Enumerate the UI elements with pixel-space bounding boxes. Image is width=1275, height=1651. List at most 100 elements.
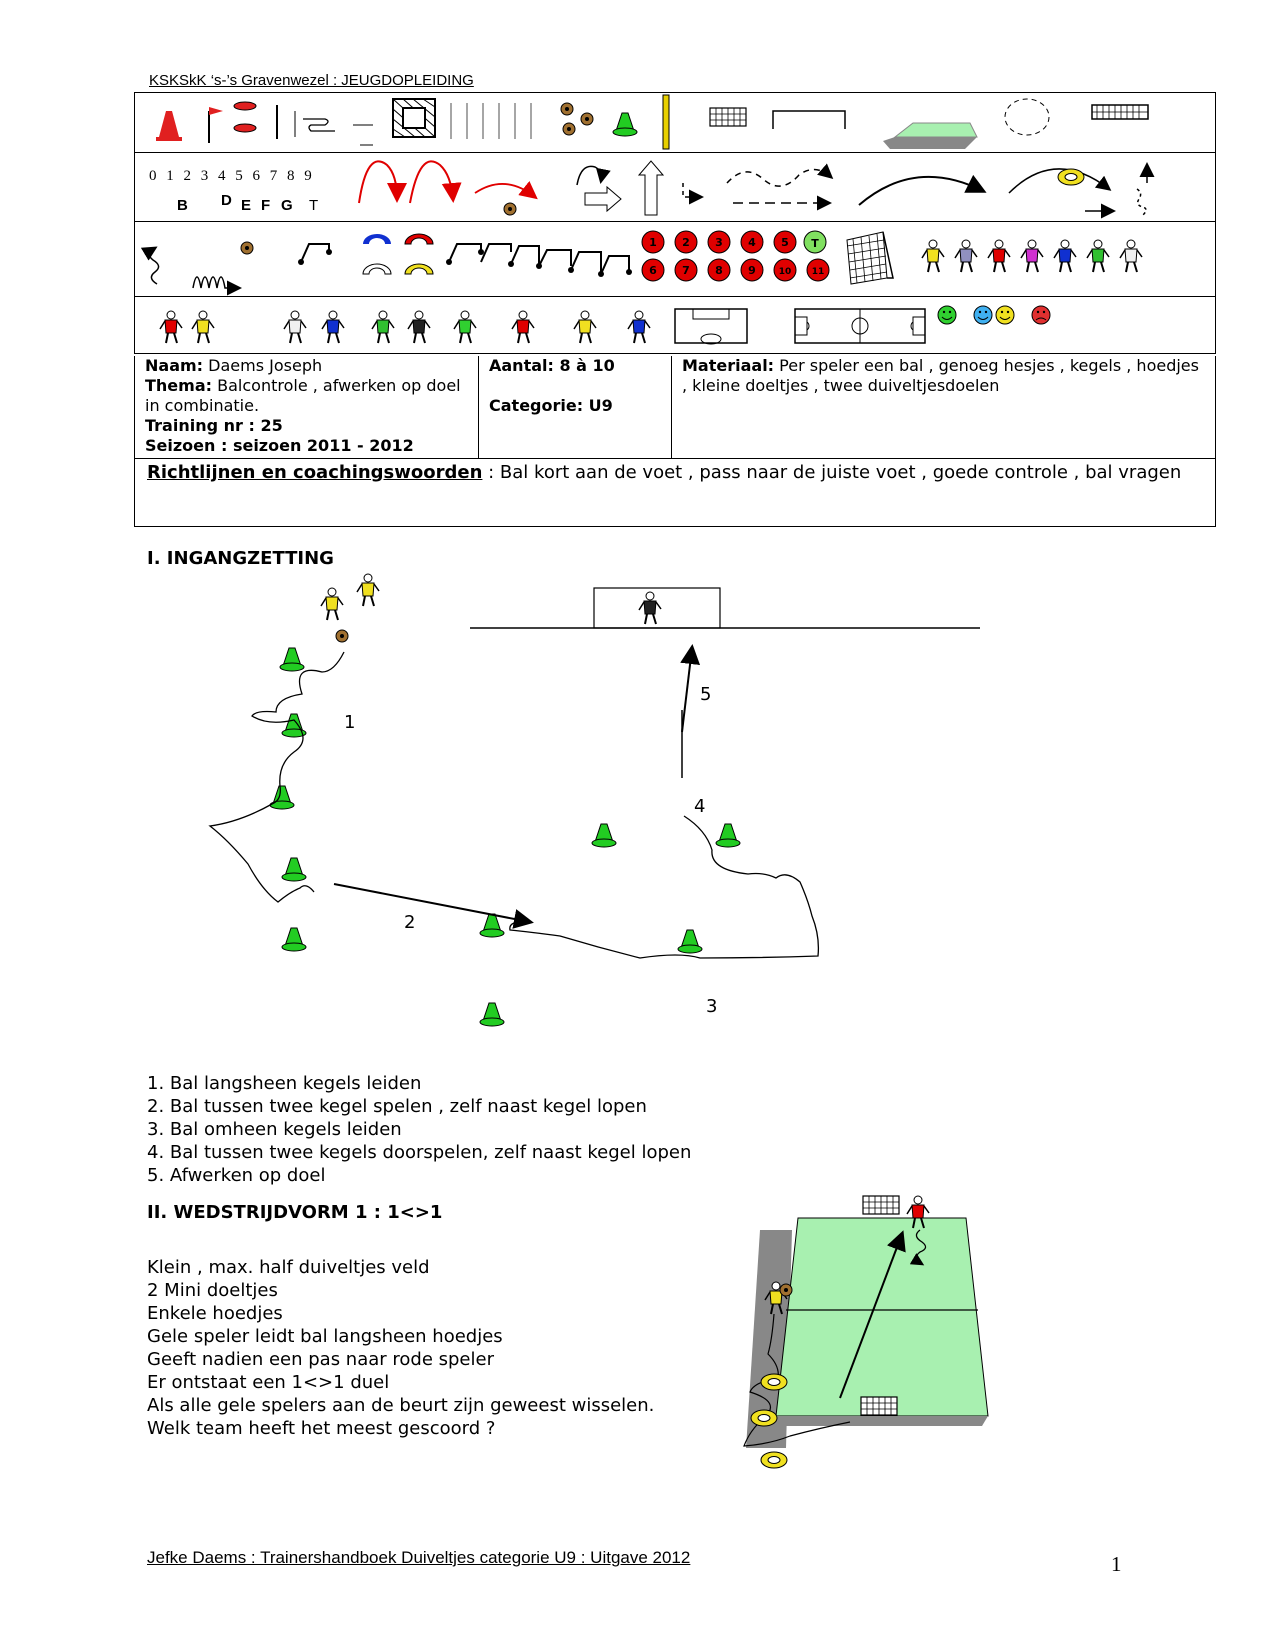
t-badge-icon: [803, 230, 827, 254]
digits-label: 0 1 2 3 4 5 6 7 8 9: [149, 168, 315, 184]
training-number: Training nr : 25: [145, 416, 283, 435]
step-item: 3. Bal omheen kegels leiden: [147, 1119, 402, 1140]
number-badge: 8: [707, 258, 731, 282]
description-line: Welk team heeft het meest gescoord ?: [147, 1418, 496, 1439]
field-shadow-bottom: [770, 1416, 988, 1426]
hurdle-jump-icon: [300, 243, 330, 263]
section1-diagram: 1 2 3 4 5: [208, 573, 980, 1027]
player-icon: [511, 310, 535, 344]
legend-row-movements: 0 1 2 3 4 5 6 7 8 9 B D E F G T: [135, 153, 1215, 222]
number-badge-label: 6: [649, 264, 657, 277]
naam-label: Naam:: [145, 356, 204, 375]
cone-icon: [281, 927, 307, 952]
green-field: [775, 1217, 989, 1417]
player-icon: [573, 310, 597, 344]
number-badge: 3: [707, 230, 731, 254]
pass-arrow-2: [333, 883, 534, 929]
materiaal-value: Per speler een bal , genoeg hesjes , keg…: [682, 356, 1199, 395]
number-badge: 11: [806, 258, 830, 282]
equipment-symbols: [156, 94, 1149, 150]
up-arrow-icon: [637, 160, 665, 216]
dribble-up-icon: [140, 246, 160, 285]
number-badge-label: 9: [748, 264, 756, 277]
cones: [269, 647, 741, 1027]
letter-d: D: [221, 192, 232, 209]
player-icon: [1020, 239, 1044, 273]
description-line: Er ontstaat een 1<>1 duel: [147, 1372, 390, 1393]
player-icon: [191, 310, 215, 344]
coaching-guidelines: Richtlijnen en coachingswoorden : Bal ko…: [135, 458, 1215, 484]
field-icon: [883, 122, 978, 149]
cone-icon: [281, 857, 307, 882]
balls-icon: [560, 102, 594, 136]
section2-description: Klein , max. half duiveltjes veld 2 Mini…: [147, 1256, 654, 1440]
player-icon: [159, 310, 183, 344]
ring-icon: [760, 1373, 788, 1391]
footer-text: Jefke Daems : Trainershandboek Duiveltje…: [147, 1548, 691, 1567]
number-badge-label: 3: [715, 236, 723, 249]
t-badge-label: T: [811, 237, 819, 250]
rebound-net-icon: [846, 231, 894, 285]
player-icon: [1086, 239, 1110, 273]
number-badge-label: 11: [812, 267, 825, 277]
step-item: 1. Bal langsheen kegels leiden: [147, 1073, 422, 1094]
training-info: Naam: Daems Joseph Thema: Balcontrole , …: [134, 356, 1216, 527]
number-badge: 6: [641, 258, 665, 282]
letter-t: T: [309, 197, 318, 214]
poles-row-icon: [450, 103, 532, 139]
green-smiley-icon: [937, 305, 957, 325]
season: Seizoen : seizoen 2011 - 2012: [145, 436, 414, 455]
ball-icon: [335, 629, 349, 643]
cone-icon: [677, 929, 703, 954]
label-1: 1: [344, 712, 355, 733]
number-badge: 2: [674, 230, 698, 254]
description-line: Enkele hoedjes: [147, 1303, 283, 1324]
step-item: 4. Bal tussen twee kegels doorspelen, ze…: [147, 1142, 692, 1163]
player-color-icons: [921, 239, 1143, 273]
goal-box: [593, 587, 721, 629]
legend-row-players: [135, 297, 1215, 353]
number-badge-label: 5: [781, 236, 789, 249]
full-pitch-icon: [794, 308, 926, 344]
label-2: 2: [404, 912, 415, 933]
dribble-path-1: [208, 651, 345, 903]
label-3: 3: [706, 996, 717, 1017]
mini-goal-icon: [709, 107, 747, 127]
number-badge-label: 8: [715, 264, 723, 277]
richtlijnen-label: Richtlijnen en coachingswoorden: [147, 462, 483, 483]
marker-cone-icon: [156, 111, 182, 141]
ring-icon: [750, 1409, 778, 1427]
info-middle: Aantal: 8 à 10 Categorie: U9: [478, 356, 659, 458]
top-mini-goal-icon: [862, 1195, 900, 1215]
yellow-player-icon: [356, 573, 380, 607]
cone-icon: [279, 647, 305, 672]
player-symbols: [159, 305, 1051, 345]
player-icon: [321, 310, 345, 344]
page-number: 1: [1111, 1552, 1122, 1576]
number-badge: 4: [740, 230, 764, 254]
zigzag-dribble-icon: [192, 276, 242, 296]
goal-post-icon: [662, 94, 670, 150]
red-arc-arrow-icon: [358, 160, 407, 204]
materiaal-label: Materiaal:: [682, 356, 775, 375]
richtlijnen-value: : Bal kort aan de voet , pass naar de ju…: [482, 462, 1182, 483]
label-4: 4: [694, 796, 705, 817]
square-area-icon: [392, 98, 436, 138]
ring-icon: [760, 1451, 788, 1469]
description-line: Als alle gele spelers aan de beurt zijn …: [147, 1395, 655, 1416]
letter-b: B: [177, 197, 188, 214]
number-badge: 10: [773, 258, 797, 282]
cone-icon: [479, 913, 505, 938]
pass-arrow: [839, 1230, 906, 1399]
player-icon: [1119, 239, 1143, 273]
zigzag-arrow-icon: [1136, 162, 1155, 216]
player-icon: [407, 310, 431, 344]
yellow-player-icon: [320, 587, 344, 621]
letter-f: F: [261, 197, 270, 214]
step-item: 5. Afwerken op doel: [147, 1165, 326, 1186]
turn-arrow-icon: [576, 165, 622, 213]
cone-icon: [269, 785, 295, 810]
info-left: Naam: Daems Joseph Thema: Balcontrole , …: [145, 356, 470, 458]
large-goal-icon: [1091, 104, 1149, 120]
